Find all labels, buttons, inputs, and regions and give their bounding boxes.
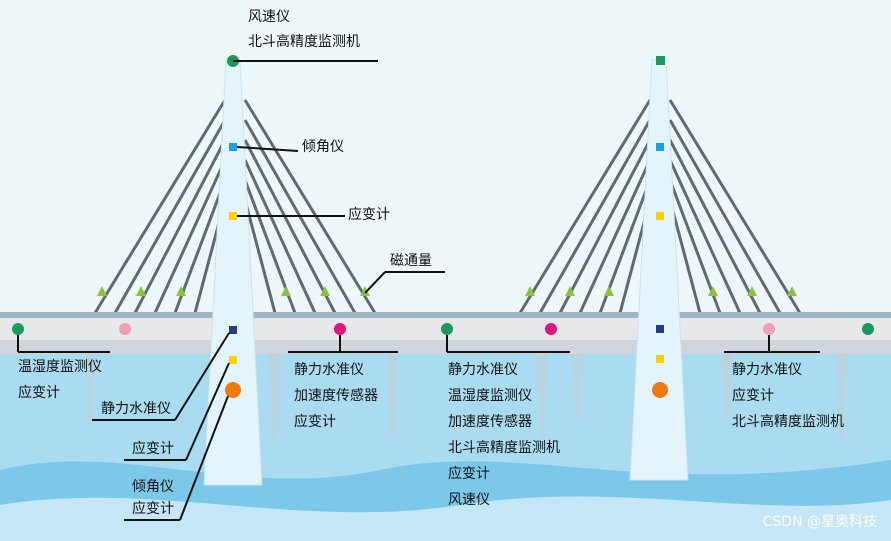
sensor-dot — [862, 323, 874, 335]
group-item: 风速仪 — [448, 492, 490, 508]
label-wind-meter-top: 风速仪 — [248, 9, 290, 25]
strain-sensor — [229, 356, 237, 364]
level-sensor — [229, 326, 237, 334]
label-beidou-top: 北斗高精度监测机 — [248, 34, 360, 50]
watermark: CSDN @星奥科技 — [762, 514, 877, 530]
group-item: 温湿度监测仪 — [448, 388, 532, 404]
group-item: 北斗高精度监测机 — [448, 440, 560, 456]
deck-rail — [0, 312, 891, 318]
sensor-dot — [545, 323, 557, 335]
label-magnetic-flux: 磁通量 — [390, 253, 432, 269]
label-strain-pylon-base: 应变计 — [132, 501, 174, 517]
sensor-dot — [119, 323, 131, 335]
leader-lines — [17, 60, 820, 521]
group-item: 静力水准仪 — [732, 362, 802, 378]
group-item: 应变计 — [732, 388, 774, 404]
group-item: 应变计 — [294, 414, 336, 430]
group-item: 北斗高精度监测机 — [732, 414, 844, 430]
group-item: 应变计 — [18, 385, 60, 401]
sensor-dot — [441, 323, 453, 335]
group-item: 应变计 — [448, 466, 490, 482]
magnetic-flux-markers — [97, 286, 797, 296]
pier — [268, 340, 282, 440]
label-strain-pylon: 应变计 — [132, 441, 174, 457]
label-static-level-pylon: 静力水准仪 — [101, 401, 171, 417]
strain-sensor — [656, 355, 664, 363]
tilt-sensor — [229, 143, 237, 151]
strain-sensor — [229, 212, 237, 220]
pier — [720, 340, 733, 420]
pier — [386, 340, 398, 440]
group-item: 静力水准仪 — [294, 362, 364, 378]
group-mid-right: 静力水准仪 温湿度监测仪 加速度传感器 北斗高精度监测机 应变计 风速仪 — [448, 357, 560, 513]
group-item: 静力水准仪 — [448, 362, 518, 378]
water-wave-light — [0, 496, 891, 541]
group-item: 加速度传感器 — [448, 414, 532, 430]
pier — [85, 340, 95, 420]
label-tilt-pylon-base: 倾角仪 — [132, 479, 174, 495]
sensor-dot — [334, 323, 346, 335]
label-strain-upper: 应变计 — [348, 207, 390, 223]
label-tilt-upper: 倾角仪 — [302, 139, 344, 155]
pier — [572, 340, 584, 420]
tilt-strain-sensor — [225, 382, 241, 398]
sensor-dot — [12, 323, 24, 335]
group-mid-left: 静力水准仪 加速度传感器 应变计 — [294, 357, 378, 435]
group-right-deck: 静力水准仪 应变计 北斗高精度监测机 — [732, 357, 844, 435]
pier — [835, 340, 848, 440]
pylon-top-sensor — [656, 56, 665, 65]
level-sensor — [656, 325, 664, 333]
cables-left — [93, 99, 377, 314]
group-item: 加速度传感器 — [294, 388, 378, 404]
piers — [85, 340, 848, 440]
pier — [535, 340, 548, 440]
group-left-deck: 温湿度监测仪 应变计 — [18, 354, 102, 406]
tilt-sensor — [656, 143, 664, 151]
cables-right — [518, 99, 802, 314]
tilt-strain-sensor — [652, 382, 668, 398]
group-item: 温湿度监测仪 — [18, 359, 102, 375]
strain-sensor — [656, 212, 664, 220]
sensor-dot — [763, 323, 775, 335]
